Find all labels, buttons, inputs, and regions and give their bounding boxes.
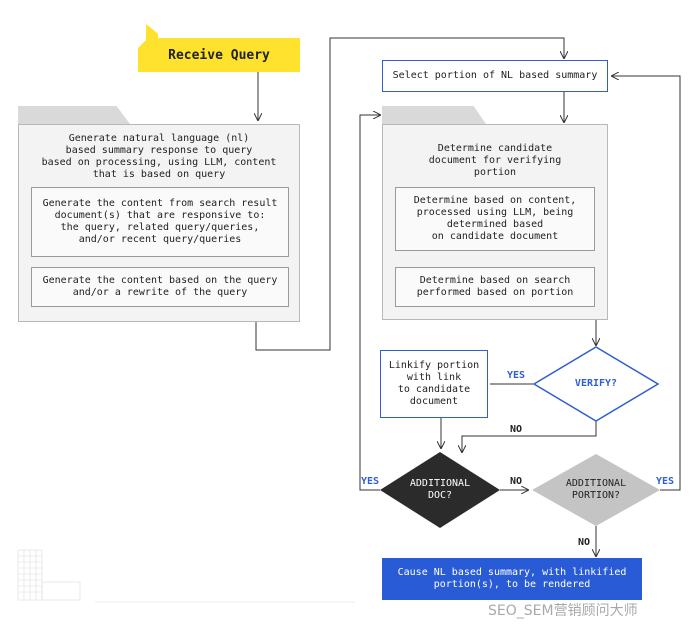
additional-portion-yes-label: YES xyxy=(656,476,675,487)
linkify-label: Linkify portion with link to candidate d… xyxy=(388,360,480,407)
receive-query-node: Receive Query xyxy=(138,38,300,72)
linkify-node: Linkify portion with link to candidate d… xyxy=(380,350,488,418)
generate-from-search-text: Generate the content from search result … xyxy=(42,198,278,245)
determine-by-search-box: Determine based on search performed base… xyxy=(395,267,595,307)
render-summary-label: Cause NL based summary, with linkified p… xyxy=(397,567,627,590)
generate-summary-title: Generate natural language (nl) based sum… xyxy=(41,133,277,180)
verify-diamond xyxy=(532,346,660,422)
decorative-grid xyxy=(17,549,355,603)
right-panel-tab xyxy=(382,106,486,124)
verify-no-label: NO xyxy=(510,424,523,435)
determine-candidate-panel: Determine candidate document for verifyi… xyxy=(382,124,608,320)
generate-from-query-box: Generate the content based on the query … xyxy=(31,267,289,307)
select-portion-label: Select portion of NL based summary xyxy=(392,70,598,81)
select-portion-node: Select portion of NL based summary xyxy=(382,60,608,92)
additional-portion-diamond xyxy=(532,454,660,526)
additional-doc-yes-label: YES xyxy=(361,476,380,487)
additional-doc-label: ADDITIONAL DOC? xyxy=(409,478,471,501)
verify-label: VERIFY? xyxy=(574,378,618,389)
receive-query-label: Receive Query xyxy=(168,47,270,63)
generate-summary-panel: Generate natural language (nl) based sum… xyxy=(18,124,300,322)
render-summary-node: Cause NL based summary, with linkified p… xyxy=(382,558,642,600)
verify-yes-label: YES xyxy=(507,370,526,381)
determine-by-content-box: Determine based on content, processed us… xyxy=(395,187,595,251)
determine-by-content-text: Determine based on content, processed us… xyxy=(413,195,577,242)
left-panel-tab xyxy=(18,106,130,124)
generate-from-query-text: Generate the content based on the query … xyxy=(42,275,278,298)
generate-from-search-box: Generate the content from search result … xyxy=(31,187,289,257)
additional-doc-no-label: NO xyxy=(510,476,523,487)
additional-doc-diamond xyxy=(380,452,500,528)
determine-candidate-title: Determine candidate document for verifyi… xyxy=(428,143,562,178)
watermark-text: SEO_SEM营销顾问大师 xyxy=(488,603,638,619)
additional-portion-no-label: NO xyxy=(578,537,591,548)
additional-portion-label: ADDITIONAL PORTION? xyxy=(565,478,627,501)
determine-by-search-text: Determine based on search performed base… xyxy=(416,275,574,298)
